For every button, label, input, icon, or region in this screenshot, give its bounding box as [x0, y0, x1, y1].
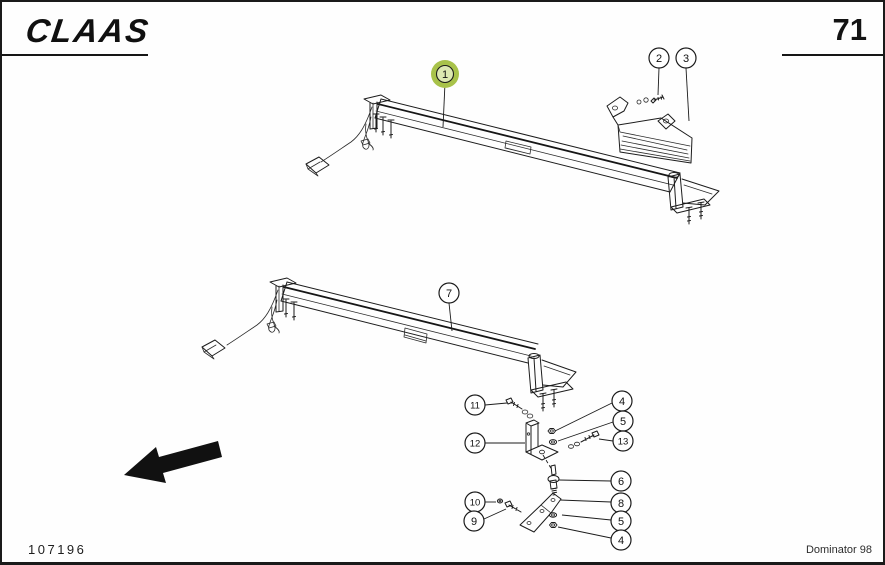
header-rule-left [2, 54, 148, 56]
callout-number: 9 [471, 516, 477, 528]
page-number: 71 [832, 12, 867, 47]
header-rule-right [782, 54, 883, 56]
callout-number: 5 [620, 416, 626, 428]
upper-left-fitting [305, 94, 395, 177]
callout-11[interactable]: 11 [464, 394, 508, 416]
callout-leader [598, 438, 614, 442]
bracket-part12 [525, 419, 559, 461]
callout-3[interactable]: 3 [675, 47, 697, 122]
callout-number: 10 [470, 498, 481, 509]
callout-leader [559, 499, 612, 503]
washer-part5a [548, 439, 558, 445]
nut-part4b [549, 522, 558, 528]
callout-circle [648, 47, 670, 69]
callout-leader [561, 514, 612, 521]
upper-right-fitting [667, 172, 720, 225]
callout-2[interactable]: 2 [648, 47, 670, 96]
wiring-cable [226, 289, 279, 346]
callout-leader [557, 526, 612, 539]
washer-part10 [496, 498, 504, 504]
fastener-cluster [496, 397, 600, 533]
callout-5b[interactable]: 5 [561, 510, 632, 532]
callout-13[interactable]: 13 [598, 430, 634, 452]
callout-circle [464, 432, 486, 454]
callout-number: 6 [618, 476, 624, 488]
upper-beam [374, 98, 681, 193]
callout-10[interactable]: 10 [464, 491, 496, 513]
bolt-part11 [505, 397, 534, 419]
callout-leader [657, 67, 660, 96]
callout-number: 7 [446, 288, 452, 300]
callout-number: 11 [470, 401, 480, 412]
callouts-layer: 1 2 3 7 11 [431, 47, 697, 551]
callout-number: 13 [618, 437, 629, 448]
callout-number: 8 [618, 498, 624, 510]
callout-4b[interactable]: 4 [557, 526, 632, 551]
callout-number: 5 [618, 516, 624, 528]
direction-arrow [124, 441, 222, 483]
lower-left-fitting [201, 277, 298, 360]
callout-9[interactable]: 9 [463, 508, 507, 532]
callout-leader [557, 421, 614, 442]
callout-circle [675, 47, 697, 69]
sensor-part6 [547, 464, 560, 496]
callout-circle [612, 430, 634, 452]
callout-number: 1 [442, 69, 448, 81]
wiring-cable [320, 106, 373, 163]
callout-leader [448, 302, 453, 332]
callout-number: 4 [619, 396, 625, 408]
callout-circle [463, 510, 485, 532]
document-number: 107196 [28, 542, 87, 557]
callout-circle [435, 64, 455, 84]
callout-leader [685, 67, 690, 122]
callout-number: 4 [618, 535, 624, 547]
callout-leader [442, 82, 446, 128]
callout-circle [464, 394, 486, 416]
screws-part2 [636, 94, 665, 105]
callout-number: 2 [656, 53, 662, 65]
callout-leader [484, 402, 508, 406]
callout-circle [610, 529, 632, 551]
callout-6[interactable]: 6 [558, 470, 632, 492]
nut-part4a [547, 428, 556, 434]
callout-8[interactable]: 8 [559, 492, 632, 514]
upper-assembly-drawing [305, 94, 720, 225]
callout-leader [483, 508, 507, 520]
model-label: Dominator 98 [805, 544, 872, 556]
bolt-part9 [504, 500, 522, 513]
callout-circle [438, 282, 460, 304]
mounting-plate-part3 [606, 96, 693, 164]
callout-circle [610, 470, 632, 492]
lower-beam [280, 281, 539, 364]
bracket-part8 [519, 492, 562, 533]
callout-7[interactable]: 7 [438, 282, 460, 332]
cable-connector-plug [201, 339, 226, 360]
callout-number: 3 [683, 53, 689, 65]
callout-number: 12 [470, 439, 481, 450]
callout-leader [558, 479, 612, 482]
washer-part5b [548, 512, 558, 518]
callout-1-highlighted[interactable]: 1 [431, 60, 459, 128]
lower-assembly-drawing [201, 277, 600, 533]
lower-right-fitting [527, 353, 577, 412]
callout-leader [554, 402, 613, 432]
cable-connector-plug [305, 156, 330, 177]
bolt-part13 [568, 430, 600, 449]
callout-12[interactable]: 12 [464, 432, 525, 454]
